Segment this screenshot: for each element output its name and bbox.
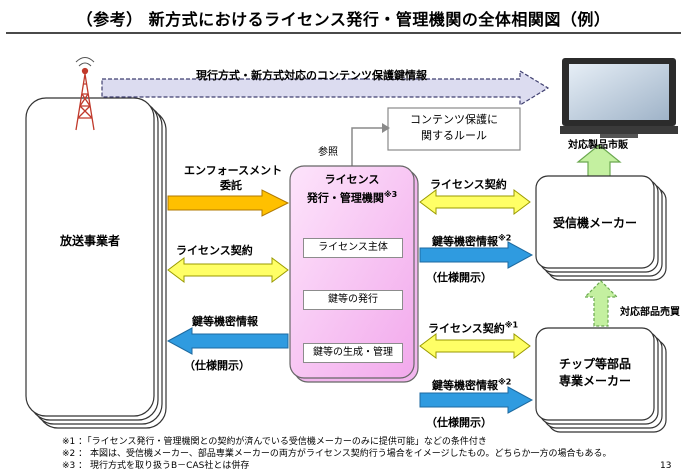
right-keyinfo-bottom-text: 鍵等機密情報: [432, 379, 498, 392]
agency-role-issue: 鍵等の発行: [303, 290, 403, 310]
rules-box: [387, 107, 521, 151]
reference-connector: [351, 127, 382, 170]
receiver-maker-label: 受信機メーカー: [552, 216, 637, 230]
title-divider: [6, 32, 681, 34]
right-license-bottom-mark: ※1: [504, 320, 519, 330]
right-keyinfo-bottom-arrow: [419, 386, 534, 414]
broadcaster-label: 放送事業者: [59, 234, 120, 248]
top-key-info-arrow: [101, 69, 550, 107]
agency-role-license: ライセンス主体: [303, 238, 403, 258]
page-title: （参考） 新方式におけるライセンス発行・管理機関の全体相関図（例）: [76, 10, 611, 29]
left-keyinfo-label: 鍵等機密情報: [192, 315, 258, 328]
right-spec-top-label: （仕様開示）: [426, 271, 492, 284]
right-keyinfo-bottom-label: 鍵等機密情報※2: [432, 377, 511, 393]
antenna-tower-icon: [75, 57, 95, 131]
enforcement-line-1: エンフォースメント: [184, 164, 283, 177]
left-license-arrow: [167, 257, 289, 283]
reference-label: 参照: [318, 147, 338, 158]
right-spec-bottom-label: （仕様開示）: [426, 416, 492, 429]
agency-title-line-1: ライセンス: [324, 173, 380, 186]
right-license-top-label: ライセンス契約: [430, 178, 507, 191]
agency-role-manage: 鍵等の生成・管理: [303, 343, 403, 363]
left-license-label: ライセンス契約: [176, 244, 253, 257]
agency-title: ライセンス 発行・管理機関※3: [290, 172, 414, 206]
receiver-maker-box: [535, 175, 667, 281]
market-release-arrow: [576, 144, 622, 178]
rules-box-text: コンテンツ保護に 関するルール: [388, 112, 520, 144]
chip-maker-line-2: 専業メーカー: [558, 374, 631, 388]
page-number: 13: [660, 461, 672, 471]
top-arrow-label: 現行方式・新方式対応のコンテンツ保護鍵情報: [196, 69, 427, 82]
right-license-bottom-label: ライセンス契約※1: [428, 320, 518, 336]
chip-maker-line-1: チップ等部品: [558, 357, 631, 371]
right-keyinfo-top-arrow: [419, 241, 534, 269]
left-spec-label: （仕様開示）: [184, 359, 250, 372]
enforcement-arrow: [167, 189, 290, 217]
right-keyinfo-top-label: 鍵等機密情報※2: [432, 233, 511, 249]
right-license-bottom-text: ライセンス契約: [428, 322, 505, 335]
footnote-1: ※1 ：「ライセンス発行・管理機関との契約が済んでいる受信機メーカーのみに提供可…: [62, 437, 487, 447]
rules-line-2: 関するルール: [421, 129, 487, 142]
right-keyinfo-top-text: 鍵等機密情報: [432, 235, 498, 248]
enforcement-label: エンフォースメント 委託: [184, 163, 282, 193]
footnote-3: ※3 ： 現行方式を取り扱うB－CAS社とは併存: [62, 461, 250, 471]
parts-trade-arrow: [583, 280, 619, 327]
footnote-2: ※2 ： 本図は、受信機メーカー、部品専業メーカーの両方がライセンス契約行う場合…: [62, 449, 612, 459]
agency-note-mark: ※3: [383, 190, 398, 199]
tv-label: 対応製品市販: [568, 140, 628, 151]
chip-maker-box: [535, 327, 667, 433]
enforcement-line-2: 委託: [220, 179, 242, 192]
right-keyinfo-top-mark: ※2: [498, 233, 512, 243]
tv-icon: [560, 58, 678, 138]
parts-sales-label: 対応部品売買: [620, 307, 680, 318]
right-license-top-arrow: [419, 189, 531, 215]
rules-line-1: コンテンツ保護に: [410, 113, 498, 126]
chip-maker-label: チップ等部品 専業メーカー: [536, 356, 654, 390]
agency-title-line-2: 発行・管理機関: [306, 191, 384, 205]
agency-box: [289, 165, 419, 383]
broadcaster-box: [25, 97, 167, 429]
right-license-bottom-arrow: [419, 333, 531, 359]
right-keyinfo-bottom-mark: ※2: [498, 377, 512, 387]
left-keyinfo-arrow: [166, 327, 289, 355]
